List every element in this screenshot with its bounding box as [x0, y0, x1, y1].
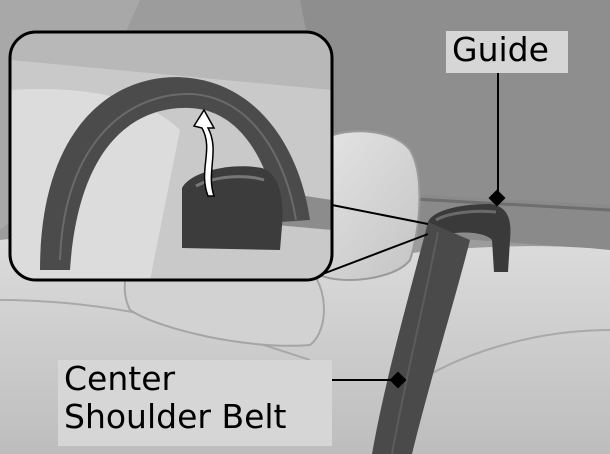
belt-label: Center Shoulder Belt: [58, 360, 332, 446]
inset-connector-bottom: [319, 233, 429, 276]
inset-guide-hook: [182, 166, 283, 250]
arrow-icon: [192, 108, 216, 197]
guide-label-text: Guide: [452, 30, 549, 69]
guide-hook: [428, 204, 511, 272]
shoulder-belt: [372, 222, 470, 454]
belt-label-line1: Center: [64, 359, 176, 398]
inset-connector-top: [331, 204, 429, 225]
inset-belt: [40, 77, 310, 270]
belt-pointer: [389, 371, 407, 389]
guide-pointer: [488, 189, 506, 207]
guide-label: Guide: [446, 31, 568, 73]
belt-label-line2: Shoulder Belt: [64, 397, 287, 436]
inset-detail: [10, 32, 332, 280]
inset-frame: [8, 30, 334, 282]
